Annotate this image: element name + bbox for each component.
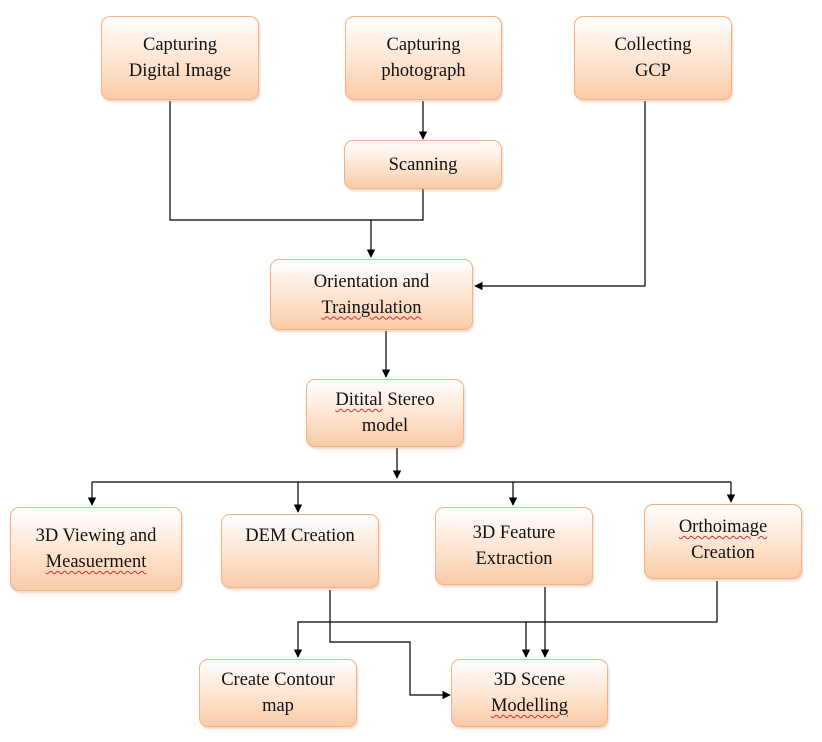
node-label-line1: Capturing [386, 35, 461, 55]
node-capturing-digital-image: Capturing Digital Image [101, 16, 259, 100]
node-label-line1: DEM Creation [245, 526, 355, 546]
node-label-line2: Creation [691, 543, 755, 563]
node-label-line1: Ditital Stereo [335, 390, 435, 410]
node-collecting-gcp: Collecting GCP [574, 16, 732, 100]
node-label-line1: Orientation and [313, 271, 430, 292]
node-create-contour-map: Create Contour map [199, 659, 357, 727]
node-label-line1: Collecting [614, 35, 692, 55]
node-label-line1: Create Contour [221, 670, 335, 690]
node-digital-stereo-model: Ditital Stereo model [306, 379, 464, 447]
node-3d-scene-modelling: 3D Scene Modelling [451, 659, 608, 727]
edge-ortho-to-contour [293, 581, 718, 658]
node-label-line2: Modelling [490, 696, 569, 716]
node-orthoimage-creation: Orthoimage Creation [644, 504, 802, 579]
node-3d-feature-extraction: 3D Feature Extraction [435, 507, 593, 585]
node-label-line1: Orthoimage [678, 517, 768, 537]
node-label-line2: Traingulation [321, 297, 422, 318]
node-label-line2: map [262, 696, 294, 716]
edge-digital-image-to-orientation [169, 101, 371, 221]
node-orientation-triangulation: Orientation and Traingulation [270, 259, 473, 330]
node-label-line2: photograph [381, 61, 466, 81]
node-label-line1: 3D Feature [472, 523, 556, 543]
node-3d-viewing-measurement: 3D Viewing and Measuerment [10, 507, 182, 591]
node-label-line2: Extraction [475, 549, 553, 569]
node-label-line2: GCP [634, 61, 671, 81]
node-label-line1: 3D Viewing and [35, 526, 157, 546]
node-label-line1: Scanning [388, 154, 458, 175]
node-dem-creation: DEM Creation [221, 514, 379, 588]
stereo-misspelled-word: Ditital [335, 390, 383, 410]
node-scanning: Scanning [344, 140, 502, 189]
node-label-line2: model [361, 416, 409, 436]
edge-gcp-to-orientation [474, 101, 646, 291]
node-capturing-photograph: Capturing photograph [345, 16, 502, 100]
node-label-line2: Digital Image [128, 61, 232, 81]
edge-scanning-to-orientation [366, 189, 424, 258]
node-label-line1: Capturing [142, 35, 217, 55]
node-label-line1: 3D Scene [493, 670, 566, 690]
node-label-line2: Measuerment [45, 552, 147, 572]
